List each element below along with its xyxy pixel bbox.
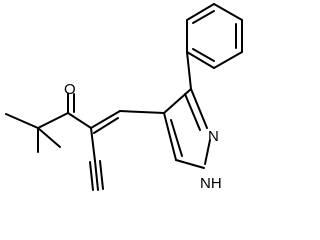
chemical-structure-diagram: O N NH [5, 3, 243, 192]
pyrazole-inner-bond-c3-n2 [184, 93, 201, 131]
phenyl-bond-1 [186, 3, 215, 21]
pyrazole-vinyl-bond [119, 110, 165, 114]
pyrazole-bond-c3-c4 [163, 88, 192, 114]
alpha-carbonyl-bond [67, 112, 92, 129]
phenyl-bond-2 [213, 3, 243, 21]
pyrazole-bond-n1-n2 [204, 139, 211, 165]
pyrazole-bond-c5-n1 [175, 159, 205, 169]
pyrazole-bond-c4-c5 [163, 112, 177, 161]
nh-atom-label: NH [200, 175, 222, 192]
ring-nitrogen-label: N [208, 128, 219, 145]
phenyl-ring [186, 3, 243, 69]
phenyl-bond-4 [213, 51, 243, 69]
pyrazole-bond-c3-n2 [190, 88, 208, 129]
methyl-bond-left [5, 113, 39, 129]
nitrile-triple-bond-b [99, 160, 104, 190]
nitrile-triple-bond-a [94, 160, 99, 191]
carbonyl-quaternary-bond [37, 112, 69, 129]
phenyl-inner-bond-a [192, 10, 215, 24]
pyrazole-ring [163, 88, 211, 169]
vinyl-double-bond-b [93, 117, 119, 134]
phenyl-bond-5 [186, 51, 215, 69]
phenyl-inner-bond-c [192, 48, 215, 62]
phenyl-pyrazole-bond [186, 51, 192, 90]
methyl-bond-right [37, 127, 61, 148]
pyrazole-inner-bond-c4-c5 [170, 119, 183, 157]
nitrile-triple-bond-c [89, 161, 94, 191]
vinyl-double-bond-a [90, 110, 121, 129]
nitrile-carbon-bond [90, 127, 96, 162]
oxygen-atom-label: O [64, 81, 76, 98]
